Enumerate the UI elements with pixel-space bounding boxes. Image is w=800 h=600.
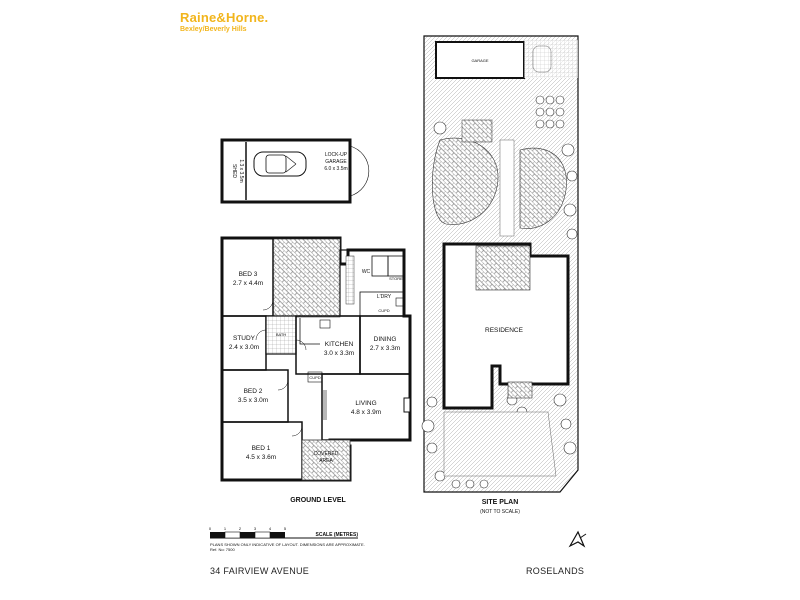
scale-tick-4: 4 (269, 526, 272, 531)
garage-plan: SHED 1.3 x 3.5m LOCK-UP GARAGE 6.0 x 3.5… (220, 138, 370, 204)
living-size: 4.8 x 3.9m (351, 409, 381, 416)
scale-tick-1: 1 (224, 526, 227, 531)
suburb: ROSELANDS (526, 566, 585, 576)
brand-office: Bexley/Beverly Hills (180, 26, 247, 33)
study-name: STUDY (233, 335, 256, 342)
site-plan-subtitle: (NOT TO SCALE) (480, 509, 520, 515)
covered-label-2: AREA (319, 458, 333, 464)
garage-size: 6.0 x 3.5m (324, 166, 347, 172)
scale-note-1: PLANS SHOWN ONLY INDICATIVE OF LAYOUT. D… (210, 542, 365, 547)
scale-bar: 0 1 2 3 4 5 SCALE (METRES) PLANS SHOWN O… (209, 526, 365, 552)
covered-label-1: COVERED (314, 451, 339, 457)
scale-note-2: Ref. No: 7500 (210, 547, 235, 552)
scale-tick-0: 0 (209, 526, 212, 531)
shed-size: 1.3 x 3.5m (238, 159, 244, 182)
bed2-name: BED 2 (244, 388, 263, 395)
garage-label-1: LOCK-UP (325, 152, 348, 158)
store-label: STORE (389, 276, 403, 281)
car-icon (253, 151, 307, 177)
laundry-label: L'DRY (377, 294, 392, 300)
wc-label: WC (362, 269, 371, 275)
dining-name: DINING (374, 336, 397, 343)
bath-label: BATH (276, 332, 286, 337)
ground-level-plan: BED 3 2.7 x 4.4m STUDY 2.4 x 3.0m KITCHE… (220, 236, 412, 504)
garage-label-2: GARAGE (325, 159, 347, 165)
site-garage-label: GARAGE (471, 58, 488, 63)
brand-logo: Raine&Horne. Bexley/Beverly Hills (180, 10, 268, 33)
brand-name: Raine&Horne. (180, 10, 269, 25)
study-size: 2.4 x 3.0m (229, 344, 259, 351)
living-name: LIVING (355, 400, 376, 407)
site-plan-title: SITE PLAN (482, 499, 519, 506)
dining-size: 2.7 x 3.3m (370, 345, 400, 352)
bed1-name: BED 1 (252, 445, 271, 452)
north-arrow-icon (568, 530, 587, 548)
address: 34 FAIRVIEW AVENUE (210, 566, 310, 576)
scale-tick-2: 2 (239, 526, 242, 531)
cupd-label-living: CUPD (309, 375, 320, 380)
shed-label: SHED (231, 164, 237, 178)
scale-tick-5: 5 (284, 526, 287, 531)
kitchen-size: 3.0 x 3.3m (324, 350, 354, 357)
bed3-name: BED 3 (239, 271, 258, 278)
kitchen-name: KITCHEN (325, 341, 354, 348)
bed1-size: 4.5 x 3.6m (246, 454, 276, 461)
bed3-size: 2.7 x 4.4m (233, 280, 263, 287)
cupd-label-laundry: CUPD (378, 308, 389, 313)
ground-level-title: GROUND LEVEL (290, 497, 346, 504)
scale-tick-3: 3 (254, 526, 257, 531)
site-plan: GARAGE RESIDENCE SITE PLAN (NOT TO SCALE… (421, 35, 579, 515)
residence-label: RESIDENCE (485, 327, 524, 334)
scale-label: SCALE (METRES) (316, 532, 359, 538)
bed2-size: 3.5 x 3.0m (238, 397, 268, 404)
